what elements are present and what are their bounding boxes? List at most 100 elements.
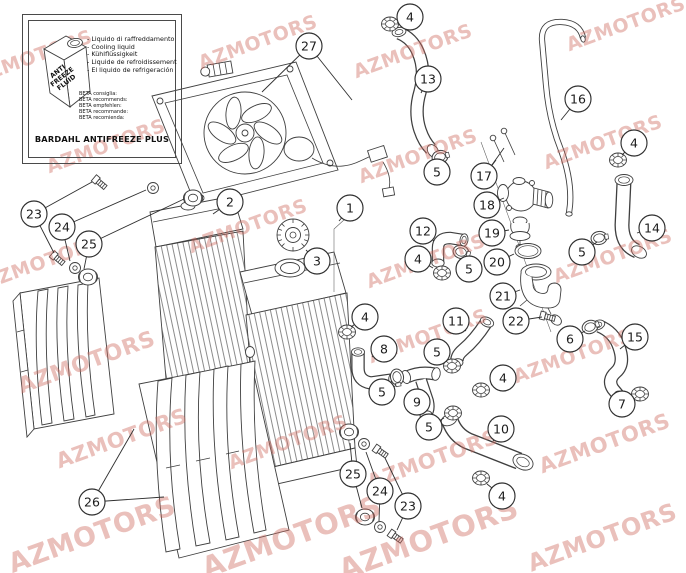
callout-circle	[502, 307, 530, 335]
callout-number: 15	[627, 329, 643, 344]
beta-line: BETA recommends:	[79, 97, 128, 103]
callout-5: 5	[455, 255, 483, 283]
callout-7: 7	[608, 390, 636, 418]
callout-4: 4	[350, 303, 379, 331]
callout-circle	[423, 158, 451, 186]
callout-circle	[483, 248, 511, 276]
mount-bolt	[371, 443, 390, 460]
thermostat-housing	[497, 177, 554, 212]
callout-number: 16	[570, 91, 586, 106]
callout-circle	[78, 488, 106, 516]
clamp-ribbed	[609, 152, 627, 168]
callout-circle	[368, 378, 396, 406]
callout-4: 4	[620, 129, 648, 157]
mount-grommet	[78, 268, 98, 286]
callout-21: 21	[489, 282, 521, 310]
callout-23: 23	[20, 181, 93, 254]
callout-circle	[394, 492, 422, 520]
antifreeze-label-box: ANTI FREEZE FLUID - Liquido di raffredda…	[22, 14, 182, 164]
callout-number: 4	[630, 135, 638, 150]
callout-number: 21	[495, 288, 511, 303]
callout-leader-line	[61, 189, 147, 228]
antifreeze-label-inner-frame: ANTI FREEZE FLUID - Liquido di raffredda…	[28, 20, 177, 158]
callout-number: 10	[493, 421, 509, 436]
callout-1: 1	[336, 194, 364, 222]
callout-18: 18	[473, 191, 505, 219]
callout-number: 7	[618, 396, 626, 411]
beta-line: BETA recomienda:	[79, 115, 125, 121]
callout-3: 3	[303, 247, 331, 275]
fan-switch	[200, 60, 234, 78]
callout-circle	[75, 230, 103, 258]
callout-leader-line	[88, 198, 185, 245]
callout-13: 13	[414, 65, 442, 94]
callout-circle	[366, 477, 394, 505]
mount-washer	[69, 262, 81, 274]
callout-number: 3	[313, 253, 321, 268]
callout-circle	[351, 303, 379, 331]
callout-24: 24	[365, 451, 394, 522]
antifreeze-product-title: BARDAHL ANTIFREEZE PLUS	[34, 134, 170, 144]
callout-10: 10	[487, 415, 515, 443]
clamp-ribbed	[472, 382, 490, 398]
callout-2: 2	[212, 188, 244, 216]
callout-number: 24	[54, 219, 70, 234]
callout-4: 4	[486, 482, 516, 510]
callout-number: 4	[498, 488, 506, 503]
callout-circle	[608, 390, 636, 418]
louver-right	[138, 360, 290, 559]
callout-circle	[488, 482, 516, 510]
callout-23: 23	[384, 457, 422, 531]
callout-4: 4	[396, 3, 424, 31]
callout-number: 22	[508, 313, 524, 328]
callout-circle	[414, 65, 442, 93]
elbow-hose-upper	[431, 231, 469, 268]
coolant-line: - Liquido di raffreddamento	[87, 35, 175, 43]
callout-20: 20	[483, 248, 515, 276]
callout-number: 26	[84, 494, 100, 509]
thermostat-screws	[489, 127, 516, 163]
beta-line: BETA empfehlen:	[79, 103, 122, 109]
callout-circle	[455, 255, 483, 283]
callout-11: 11	[442, 307, 470, 335]
callout-circle	[478, 219, 506, 247]
clamp-ribbed	[381, 16, 399, 32]
louver-left	[12, 277, 115, 439]
callout-number: 5	[578, 244, 586, 259]
antifreeze-canister-icon: ANTI FREEZE FLUID	[43, 35, 91, 108]
callout-9: 9	[403, 388, 431, 416]
callout-circle	[339, 460, 367, 488]
fan-wire	[311, 144, 396, 198]
callout-circle	[487, 415, 515, 443]
callout-number: 23	[400, 498, 416, 513]
beta-line: BETA recommande:	[79, 109, 129, 115]
callout-circle	[556, 325, 584, 353]
callout-22: 22	[502, 307, 543, 335]
callout-4: 4	[404, 245, 434, 273]
callout-19: 19	[478, 219, 510, 247]
callout-number: 1	[346, 200, 354, 215]
callout-number: 5	[433, 344, 441, 359]
callout-number: 5	[425, 419, 433, 434]
callout-25: 25	[339, 442, 367, 509]
coolant-line: - El liquido de refrigeración	[87, 65, 174, 74]
coolant-language-list: - Liquido di raffreddamento - Cooling li…	[87, 35, 177, 74]
mount-washer	[358, 438, 370, 450]
coolant-line: - Liquide de refroidissement	[87, 58, 177, 67]
callout-circle	[415, 413, 443, 441]
callout-5: 5	[423, 158, 451, 186]
callout-14: 14	[636, 214, 666, 242]
radiator-right	[239, 251, 358, 488]
callout-number: 23	[26, 206, 42, 221]
callout-circle	[442, 307, 470, 335]
callout-24: 24	[48, 189, 147, 262]
callout-circle	[473, 191, 501, 219]
callout-circle	[404, 245, 432, 273]
callout-25: 25	[75, 198, 185, 270]
callout-circle	[20, 200, 48, 228]
callout-12: 12	[409, 217, 437, 245]
callout-number: 17	[476, 168, 492, 183]
callout-circle	[396, 3, 424, 31]
callout-circle	[489, 364, 517, 392]
